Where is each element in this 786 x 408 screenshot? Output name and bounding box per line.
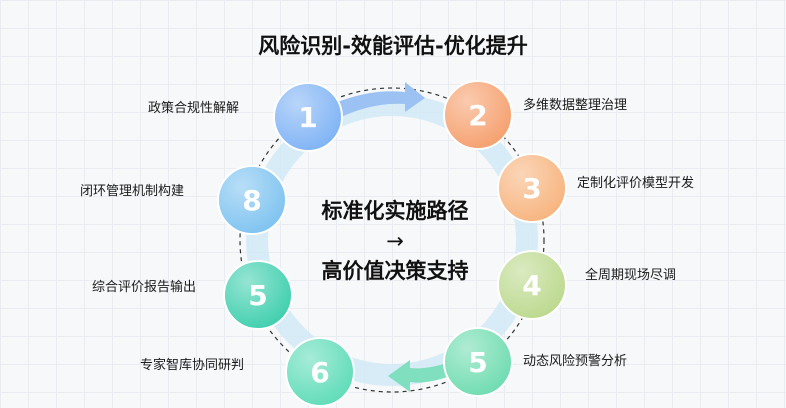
step-label-8: 闭环管理机制构建 bbox=[80, 184, 185, 199]
step-circle-highlight bbox=[224, 261, 292, 329]
diagram-title: 风险识别-效能评估-优化提升 bbox=[258, 34, 528, 58]
dashed-ring bbox=[239, 87, 545, 393]
center-arrow: → bbox=[386, 229, 404, 253]
step-node-7: 5 bbox=[223, 260, 293, 330]
step-circle-highlight bbox=[498, 251, 566, 319]
step-circle-highlight bbox=[218, 166, 286, 234]
arrow-left-icon bbox=[388, 360, 460, 392]
step-number: 8 bbox=[242, 184, 261, 217]
center-line1: 标准化实施路径 bbox=[321, 199, 469, 223]
step-circle-highlight bbox=[498, 154, 566, 222]
step-circle-highlight bbox=[444, 81, 512, 149]
step-number: 1 bbox=[298, 101, 317, 134]
step-number: 5 bbox=[468, 346, 487, 379]
step-label-1: 政策合规性解解 bbox=[148, 101, 240, 116]
step-node-8: 8 bbox=[217, 165, 287, 235]
step-label-6: 专家智库协同研判 bbox=[140, 358, 245, 373]
step-node-4: 4 bbox=[497, 250, 567, 320]
step-label-7: 综合评价报告输出 bbox=[92, 280, 197, 295]
step-node-2: 2 bbox=[443, 80, 513, 150]
step-circle-highlight bbox=[444, 328, 512, 396]
center-line2: 高价值决策支持 bbox=[321, 259, 469, 283]
step-number: 5 bbox=[248, 279, 267, 312]
step-number: 4 bbox=[522, 269, 541, 302]
arrow-right-icon bbox=[330, 82, 425, 120]
step-number: 3 bbox=[522, 172, 541, 205]
step-label-5: 动态风险预警分析 bbox=[523, 354, 628, 369]
step-number: 2 bbox=[468, 99, 487, 132]
step-node-5: 5 bbox=[443, 327, 513, 397]
step-node-3: 3 bbox=[497, 153, 567, 223]
step-node-6: 6 bbox=[285, 337, 355, 407]
step-circle-highlight bbox=[274, 83, 342, 151]
step-label-3: 定制化评价模型开发 bbox=[577, 176, 695, 191]
step-node-1: 1 bbox=[273, 82, 343, 152]
step-label-2: 多维数据整理治理 bbox=[523, 98, 628, 113]
step-number: 6 bbox=[310, 356, 329, 389]
step-label-4: 全周期现场尽调 bbox=[585, 268, 677, 283]
center-text: 标准化实施路径 → 高价值决策支持 bbox=[290, 196, 500, 286]
step-circle-highlight bbox=[286, 338, 354, 406]
